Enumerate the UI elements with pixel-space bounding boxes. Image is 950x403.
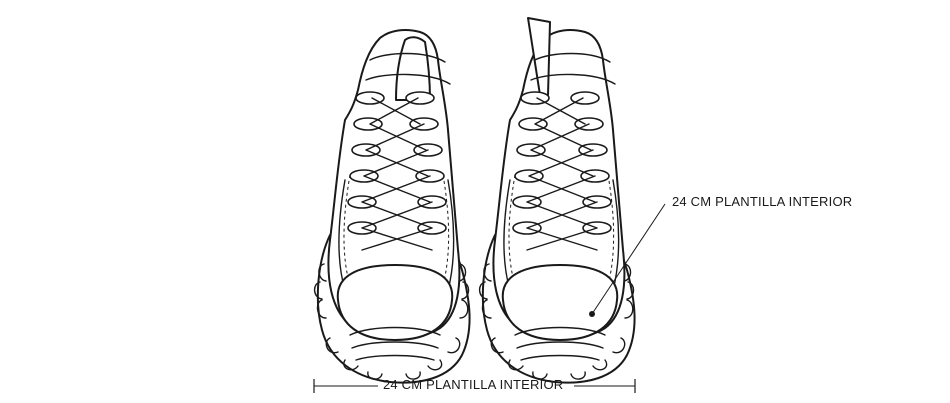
side-callout — [589, 203, 666, 317]
callout-dot — [589, 311, 595, 317]
left-laces — [347, 91, 447, 251]
right-laces — [512, 91, 612, 251]
bottom-dimension-line — [313, 379, 636, 393]
right-sneaker — [478, 17, 636, 384]
right-toe-cap — [501, 264, 619, 341]
side-measurement-label: 24 CM PLANTILLA INTERIOR — [672, 194, 853, 209]
bottom-measurement-label: 24 CM PLANTILLA INTERIOR — [383, 377, 564, 392]
left-upper — [327, 29, 461, 339]
left-toe-cap — [336, 264, 454, 341]
left-sneaker — [313, 29, 471, 384]
